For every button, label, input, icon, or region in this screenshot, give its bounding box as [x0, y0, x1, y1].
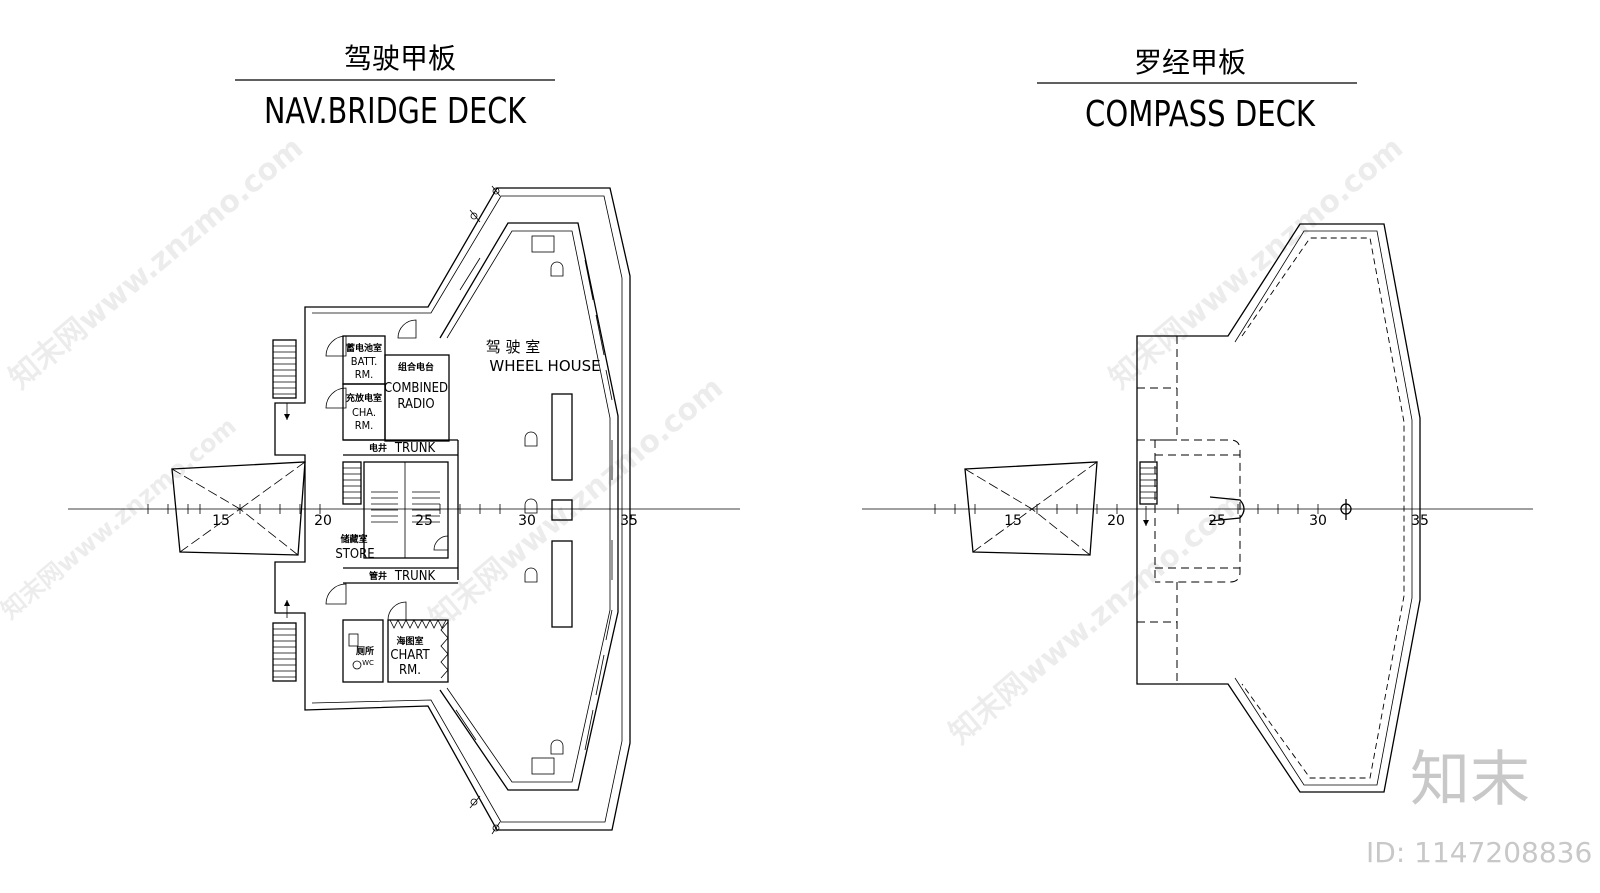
- right-title-cn: 罗经甲板: [1134, 46, 1246, 79]
- left-frame-15: 15: [212, 513, 230, 529]
- left-frame-25: 25: [415, 513, 433, 529]
- compass-mast: [1209, 496, 1245, 522]
- cha-cn: 充放电室: [346, 392, 382, 404]
- wh-chairs: [524, 261, 564, 755]
- cha-en2: RM.: [355, 419, 374, 432]
- cha-en1: CHA.: [352, 406, 376, 419]
- radio-cn: 组合电台: [398, 361, 434, 373]
- wh-cabinet-top: [531, 235, 555, 253]
- compass-deck-outline: [1136, 223, 1421, 793]
- chart-en2: RM.: [399, 663, 421, 678]
- left-frame-30: 30: [518, 513, 536, 529]
- wh-console-center: [551, 499, 573, 521]
- right-title-en: COMPASS DECK: [1085, 94, 1316, 135]
- watermark-1: 知末网www.znzmo.com: [3, 130, 310, 396]
- watermark-3: 知末网www.znzmo.com: [1103, 130, 1410, 396]
- right-frame-15: 15: [1004, 513, 1022, 529]
- service-rooms: [325, 319, 459, 683]
- right-frame-ticks: [934, 504, 1319, 514]
- batt-en2: RM.: [355, 368, 374, 381]
- left-funnel-hatch: [171, 461, 306, 556]
- right-frame-30: 30: [1309, 513, 1327, 529]
- wheelhouse-wall: [439, 222, 619, 791]
- wheelhouse-wall-inner: [446, 230, 611, 783]
- left-stair-lower: [272, 600, 297, 682]
- image-id: ID: 1147208836: [1366, 836, 1592, 869]
- left-frame-20: 20: [314, 513, 332, 529]
- right-funnel-hatch: [964, 461, 1098, 556]
- wh-console-lower: [551, 540, 573, 628]
- store-cn: 储藏室: [340, 533, 367, 545]
- magnetic-compass: [1340, 499, 1352, 520]
- wh-console-upper: [551, 393, 573, 481]
- compass-deck: 罗经甲板 COMPASS DECK 15 20 25 30 35: [862, 46, 1533, 793]
- trunk2-en: TRUNK: [394, 569, 436, 584]
- compass-ladder: [1139, 461, 1158, 526]
- chart-cn: 海图室: [396, 635, 423, 647]
- store-en: STORE: [335, 547, 374, 562]
- batt-cn: 蓄电池室: [346, 342, 382, 354]
- wh-cabinet-bottom: [531, 757, 555, 775]
- trunk2-cn: 管井: [369, 570, 387, 582]
- compass-lower-wheelhouse: [1155, 439, 1241, 583]
- compass-deck-rail: [1241, 237, 1405, 779]
- compass-deck-inner: [1234, 230, 1413, 786]
- wc-en: WC: [362, 659, 374, 667]
- chart-en1: CHART: [390, 648, 430, 663]
- brand-logo: 知末: [1410, 745, 1530, 815]
- wc-cn: 厕所: [356, 645, 374, 657]
- watermark-5: 知末网www.znzmo.com: [0, 412, 242, 625]
- left-title-cn: 驾驶甲板: [344, 42, 456, 75]
- left-title-en: NAV.BRIDGE DECK: [264, 91, 527, 132]
- watermarks: 知末网www.znzmo.com 知末网www.znzmo.com 知末网www…: [0, 130, 1410, 751]
- radio-en2: RADIO: [397, 397, 434, 412]
- right-frame-25: 25: [1208, 513, 1226, 529]
- left-deck-outline: [274, 187, 631, 831]
- right-frame-20: 20: [1107, 513, 1125, 529]
- wing-doors: [469, 185, 501, 835]
- left-stair-upper: [272, 339, 297, 420]
- watermark-4: 知末网www.znzmo.com: [943, 485, 1250, 751]
- wheelhouse-label-cn: 驾 驶 室: [486, 338, 541, 356]
- radio-en1: COMBINED: [384, 381, 448, 396]
- trunk1-en: TRUNK: [394, 441, 436, 456]
- wheelhouse-windows: [455, 257, 613, 751]
- left-frame-35: 35: [620, 513, 638, 529]
- trunk1-cn: 电井: [369, 442, 387, 454]
- batt-en1: BATT.: [351, 355, 377, 368]
- left-deck-inner: [311, 195, 623, 823]
- wheelhouse-label-en: WHEEL HOUSE: [489, 357, 600, 375]
- watermark-2: 知末网www.znzmo.com: [423, 370, 730, 636]
- nav-bridge-deck: 驾驶甲板 NAV.BRIDGE DECK 15 20 25 30 35: [68, 42, 740, 835]
